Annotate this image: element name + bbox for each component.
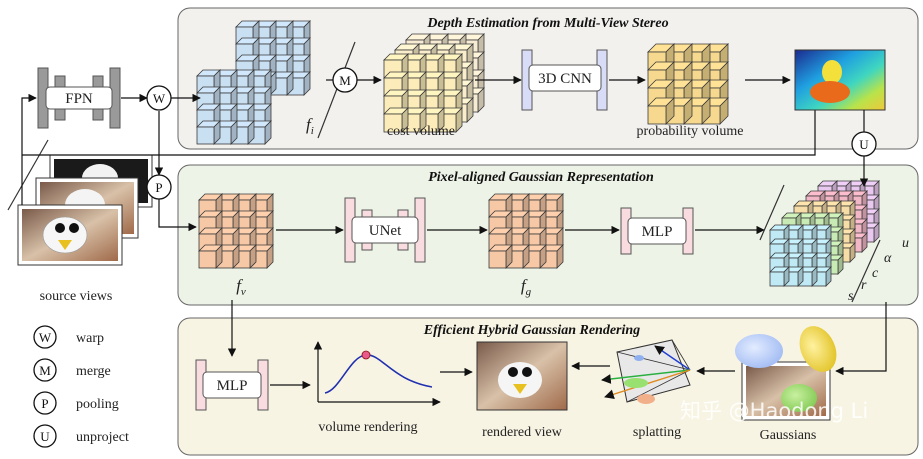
attr-s-volume <box>769 224 832 287</box>
mlp2-label: MLP <box>217 378 248 394</box>
unproject-op: U <box>851 131 877 157</box>
unet-label: UNet <box>369 223 402 239</box>
fi-bracket <box>317 41 356 139</box>
mlp1-label: MLP <box>642 224 673 240</box>
cost-volume-caption: cost volume <box>387 124 455 139</box>
attr-r: r <box>861 278 867 293</box>
cost-volume-front-cell <box>383 107 409 133</box>
gaussians-down-line <box>835 302 887 376</box>
attr-alpha: α <box>884 251 892 266</box>
depth-map-image <box>794 49 886 111</box>
warp-op: W <box>146 85 172 111</box>
legend-letter: P <box>41 396 48 411</box>
feature-volume-front-cell <box>196 120 221 145</box>
legend-label: pooling <box>76 397 119 412</box>
pixel-section-title: Pixel-aligned Gaussian Representation <box>428 170 654 185</box>
cnn-label: 3D CNN <box>538 71 592 87</box>
probability-volume-cell <box>647 97 675 125</box>
depth-section-title: Depth Estimation from Multi-View Stereo <box>426 16 668 31</box>
fpn-label: FPN <box>65 91 93 107</box>
attr-s-volume-cell <box>769 266 790 287</box>
warp-op-letter: W <box>153 91 166 106</box>
attr-u: u <box>902 236 909 251</box>
attr-c: c <box>872 266 879 281</box>
mlp2-block: MLP <box>195 359 269 411</box>
feature-cube-stacks <box>196 20 880 287</box>
legend-letter: W <box>39 330 52 345</box>
volume-rendering-caption: volume rendering <box>318 420 417 435</box>
legend-letter: U <box>40 429 50 444</box>
gaussians-figure <box>735 326 837 421</box>
fpn-block: FPN <box>37 67 121 129</box>
depth-feedback-line <box>22 110 816 156</box>
fv-symbol: fv <box>236 276 246 298</box>
merge-op: M <box>332 67 358 93</box>
fi-symbol: fi <box>306 115 314 137</box>
legend-label: unproject <box>76 430 129 445</box>
mlp1-block: MLP <box>620 207 694 255</box>
splatting-figure <box>601 339 691 404</box>
watermark-text: 知乎 @Haodong Li <box>680 399 868 423</box>
splatting-caption: splatting <box>633 425 681 440</box>
gaussians-caption: Gaussians <box>760 428 817 443</box>
pooling-op: P <box>146 174 172 200</box>
rendered-view-image <box>476 341 568 411</box>
fg-volume <box>488 193 564 269</box>
fg-volume-cell <box>488 244 513 269</box>
legend-circle <box>33 391 57 415</box>
attr-s: s <box>848 289 854 304</box>
fv-volume-cell <box>198 244 223 269</box>
gaussian-attr-bracket <box>759 184 881 303</box>
legend-circle <box>33 358 57 382</box>
unproject-op-letter: U <box>859 137 869 152</box>
unet-block: UNet <box>344 197 426 263</box>
legend-letter: M <box>39 363 51 378</box>
source-views-stack <box>7 139 153 266</box>
pooling-op-letter: P <box>155 180 162 195</box>
pool-to-pixel-line <box>158 199 197 232</box>
merge-op-letter: M <box>339 73 351 88</box>
source-to-fpn-line <box>21 93 37 205</box>
cost-volume-front <box>383 53 463 133</box>
probability-volume <box>647 43 729 125</box>
probability-volume-caption: probability volume <box>637 124 744 139</box>
legend-circle <box>33 424 57 448</box>
fv-volume <box>198 193 274 269</box>
volume-rendering-plot <box>313 341 441 407</box>
feature-volume-front <box>196 69 272 145</box>
fg-symbol: fg <box>521 276 532 298</box>
legend-label: warp <box>76 331 104 346</box>
source-views-caption: source views <box>40 289 113 304</box>
render-section-title: Efficient Hybrid Gaussian Rendering <box>423 323 640 338</box>
rendered-view-caption: rendered view <box>482 425 563 440</box>
cnn-block: 3D CNN <box>521 49 608 111</box>
legend-label: merge <box>76 364 111 379</box>
legend-circle <box>33 325 57 349</box>
